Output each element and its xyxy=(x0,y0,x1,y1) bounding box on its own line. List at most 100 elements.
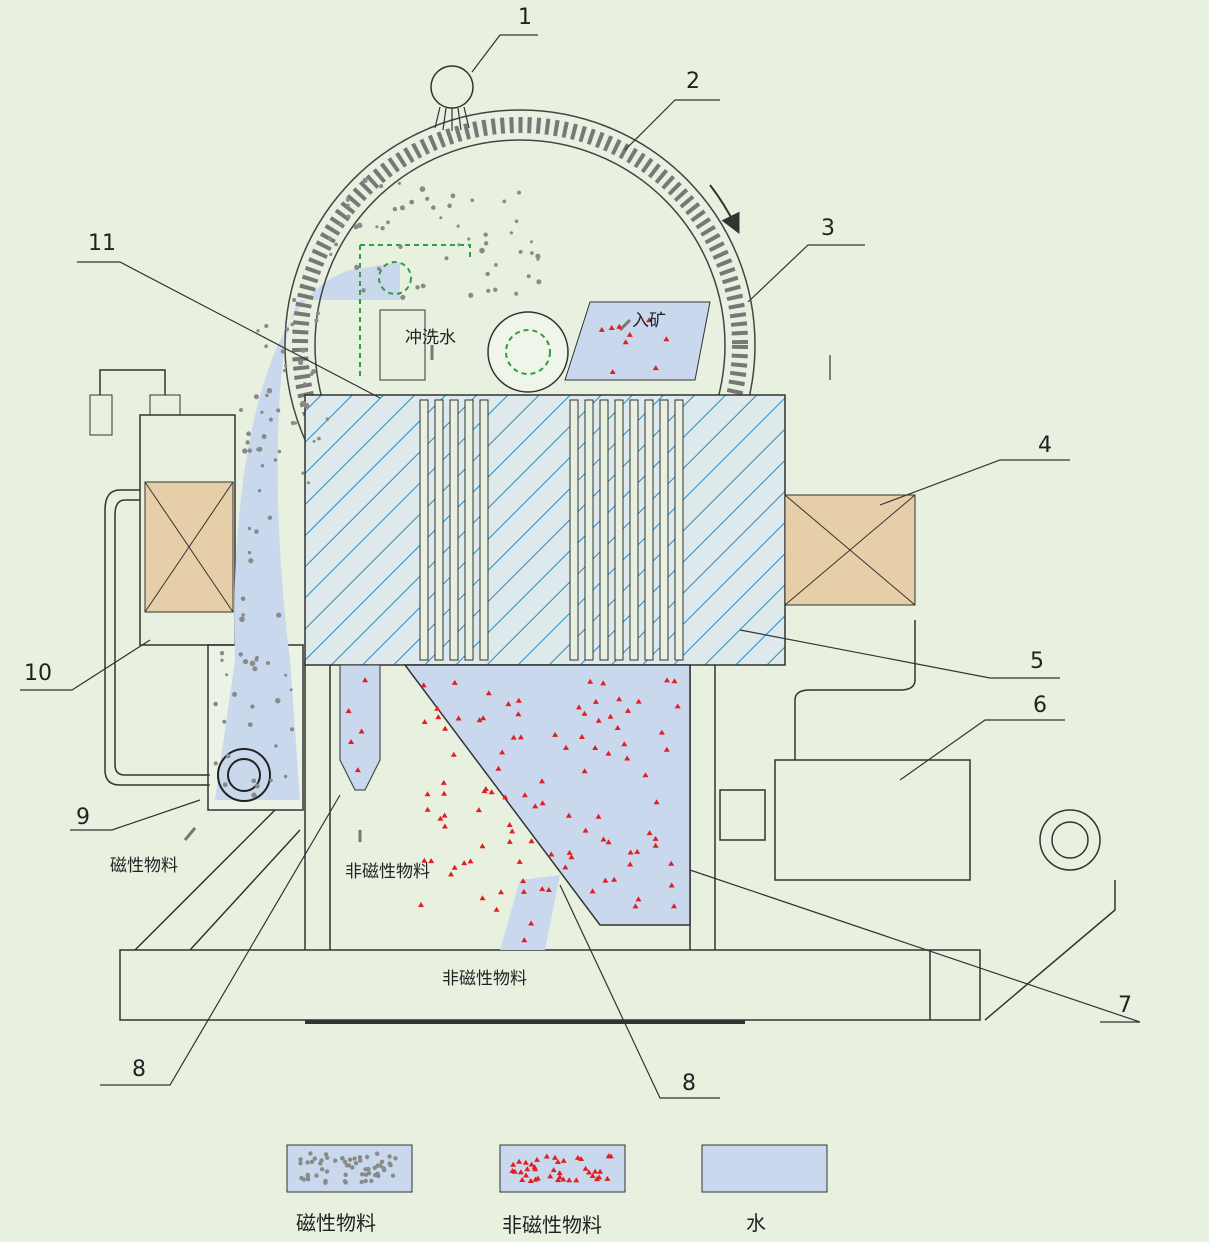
nonmagnetic-mark xyxy=(450,751,457,757)
nonmagnetic-mark xyxy=(510,734,517,740)
magnetic-dot xyxy=(225,673,229,677)
nonmagnetic-mark xyxy=(663,746,670,752)
magnetic-dot xyxy=(314,318,319,323)
nonmagnetic-mark xyxy=(581,768,588,774)
nonmagnetic-mark xyxy=(652,842,659,848)
legend-dots xyxy=(298,1151,398,1185)
legend-label-nonmagnetic: 非磁性物料 xyxy=(502,1213,602,1237)
legend-dot xyxy=(340,1156,345,1161)
magnetic-dot xyxy=(284,364,288,368)
magnetic-dot xyxy=(213,761,218,766)
magnetic-dot xyxy=(315,311,320,316)
legend-dot xyxy=(353,1161,359,1166)
pole-tooth xyxy=(584,399,594,661)
nonmagnetic-mark xyxy=(467,858,474,864)
legend-mark xyxy=(607,1153,614,1159)
nonmagnetic-mark xyxy=(475,807,482,813)
output-arrows xyxy=(183,345,434,842)
nonmagnetic-mark xyxy=(421,857,428,863)
nonmagnetic-mark xyxy=(611,876,618,882)
magnetic-dot xyxy=(290,727,294,732)
base-tank xyxy=(119,880,1116,1024)
magnetic-dot xyxy=(283,774,288,779)
nonmagnetic-mark xyxy=(479,895,486,901)
nonmagnetic-mark xyxy=(434,705,441,711)
pole-teeth xyxy=(419,399,684,661)
nonmagnetic-mark xyxy=(420,682,427,688)
legend-mark xyxy=(519,1177,526,1182)
magnetic-dot xyxy=(361,288,366,293)
nonmagnetic-mark xyxy=(600,680,607,686)
magnetic-dot xyxy=(265,393,269,398)
legend-dot xyxy=(344,1163,350,1168)
legend-mark xyxy=(524,1166,531,1172)
nonmagnetic-output-label: 非磁性物料 xyxy=(345,862,430,882)
magnetic-dot xyxy=(456,224,460,228)
legend-mark xyxy=(554,1159,561,1164)
magnetic-dot xyxy=(502,199,507,204)
magnetic-dot xyxy=(467,237,471,241)
magnetic-dot xyxy=(253,394,259,400)
nonmagnetic-mark xyxy=(528,838,535,844)
callout-2: 2 xyxy=(686,69,700,94)
magnetic-dot xyxy=(509,231,513,235)
magnetic-dot xyxy=(280,349,285,354)
nonmagnetic-mark xyxy=(627,849,634,855)
nonmagnetic-mark xyxy=(488,789,495,795)
legend-dot xyxy=(358,1158,363,1163)
nonmagnetic-mark xyxy=(424,791,431,797)
magnetic-dot xyxy=(248,558,254,564)
right-coil-box xyxy=(784,494,916,760)
magnetic-dot xyxy=(494,263,498,267)
magnetic-dot xyxy=(255,783,260,789)
nonmagnetic-mark xyxy=(441,790,448,796)
legend-mark xyxy=(534,1156,540,1162)
legend-dot xyxy=(359,1179,364,1185)
legend-dot xyxy=(298,1161,303,1166)
nonmagnetic-mark xyxy=(652,835,659,841)
legend-dot xyxy=(319,1167,325,1172)
nonmagnetic-mark xyxy=(608,325,615,330)
nonmagnetic-mark xyxy=(480,715,487,721)
magnetic-dot xyxy=(425,196,430,201)
nonmagnetic-mark xyxy=(515,697,522,703)
magnetic-dot xyxy=(241,613,245,617)
callout-1: 1 xyxy=(518,5,532,30)
callout-8-right: 8 xyxy=(682,1071,696,1096)
nonmagnetic-mark xyxy=(499,749,506,755)
nonmagnetic-mark xyxy=(602,877,609,883)
legend-marks xyxy=(509,1153,614,1183)
magnetic-dot xyxy=(267,515,273,520)
legend-mark xyxy=(597,1168,604,1174)
callout-7: 7 xyxy=(1118,993,1132,1018)
pole-tooth xyxy=(419,399,429,661)
pole-tooth xyxy=(449,399,459,661)
magnetic-dot xyxy=(247,526,252,531)
magnetic-dot xyxy=(354,264,360,270)
nonmagnetic-mark xyxy=(418,902,424,907)
magnetic-dot xyxy=(242,448,248,454)
nonmagnetic-mark xyxy=(521,792,528,798)
nonmagnetic-mark xyxy=(616,696,623,702)
nonmagnetic-mark xyxy=(562,864,569,870)
magnetic-dot xyxy=(483,241,489,246)
magnetic-dot xyxy=(431,205,436,210)
nonmagnetic-mark xyxy=(605,839,612,845)
magnetic-dot xyxy=(266,661,270,665)
nonmagnetic-mark xyxy=(634,848,641,854)
legend-swatch-nonmagnetic xyxy=(499,1144,626,1193)
nonmagnetic-mark xyxy=(521,937,528,943)
nonmagnetic-mark xyxy=(441,823,448,829)
legend-dot xyxy=(350,1165,355,1170)
callout-3: 3 xyxy=(821,216,835,241)
legend-dot xyxy=(372,1165,377,1171)
magnetic-dot xyxy=(447,203,452,209)
legend-dot xyxy=(378,1163,383,1168)
magnetic-dot xyxy=(346,214,351,219)
legend-label-water: 水 xyxy=(746,1211,766,1235)
nonmagnetic-mark xyxy=(674,703,681,709)
magnetic-dot xyxy=(312,439,316,443)
nonmagnetic-mark xyxy=(448,871,454,877)
magnetic-dot xyxy=(536,279,542,285)
pole-tooth xyxy=(599,399,609,661)
